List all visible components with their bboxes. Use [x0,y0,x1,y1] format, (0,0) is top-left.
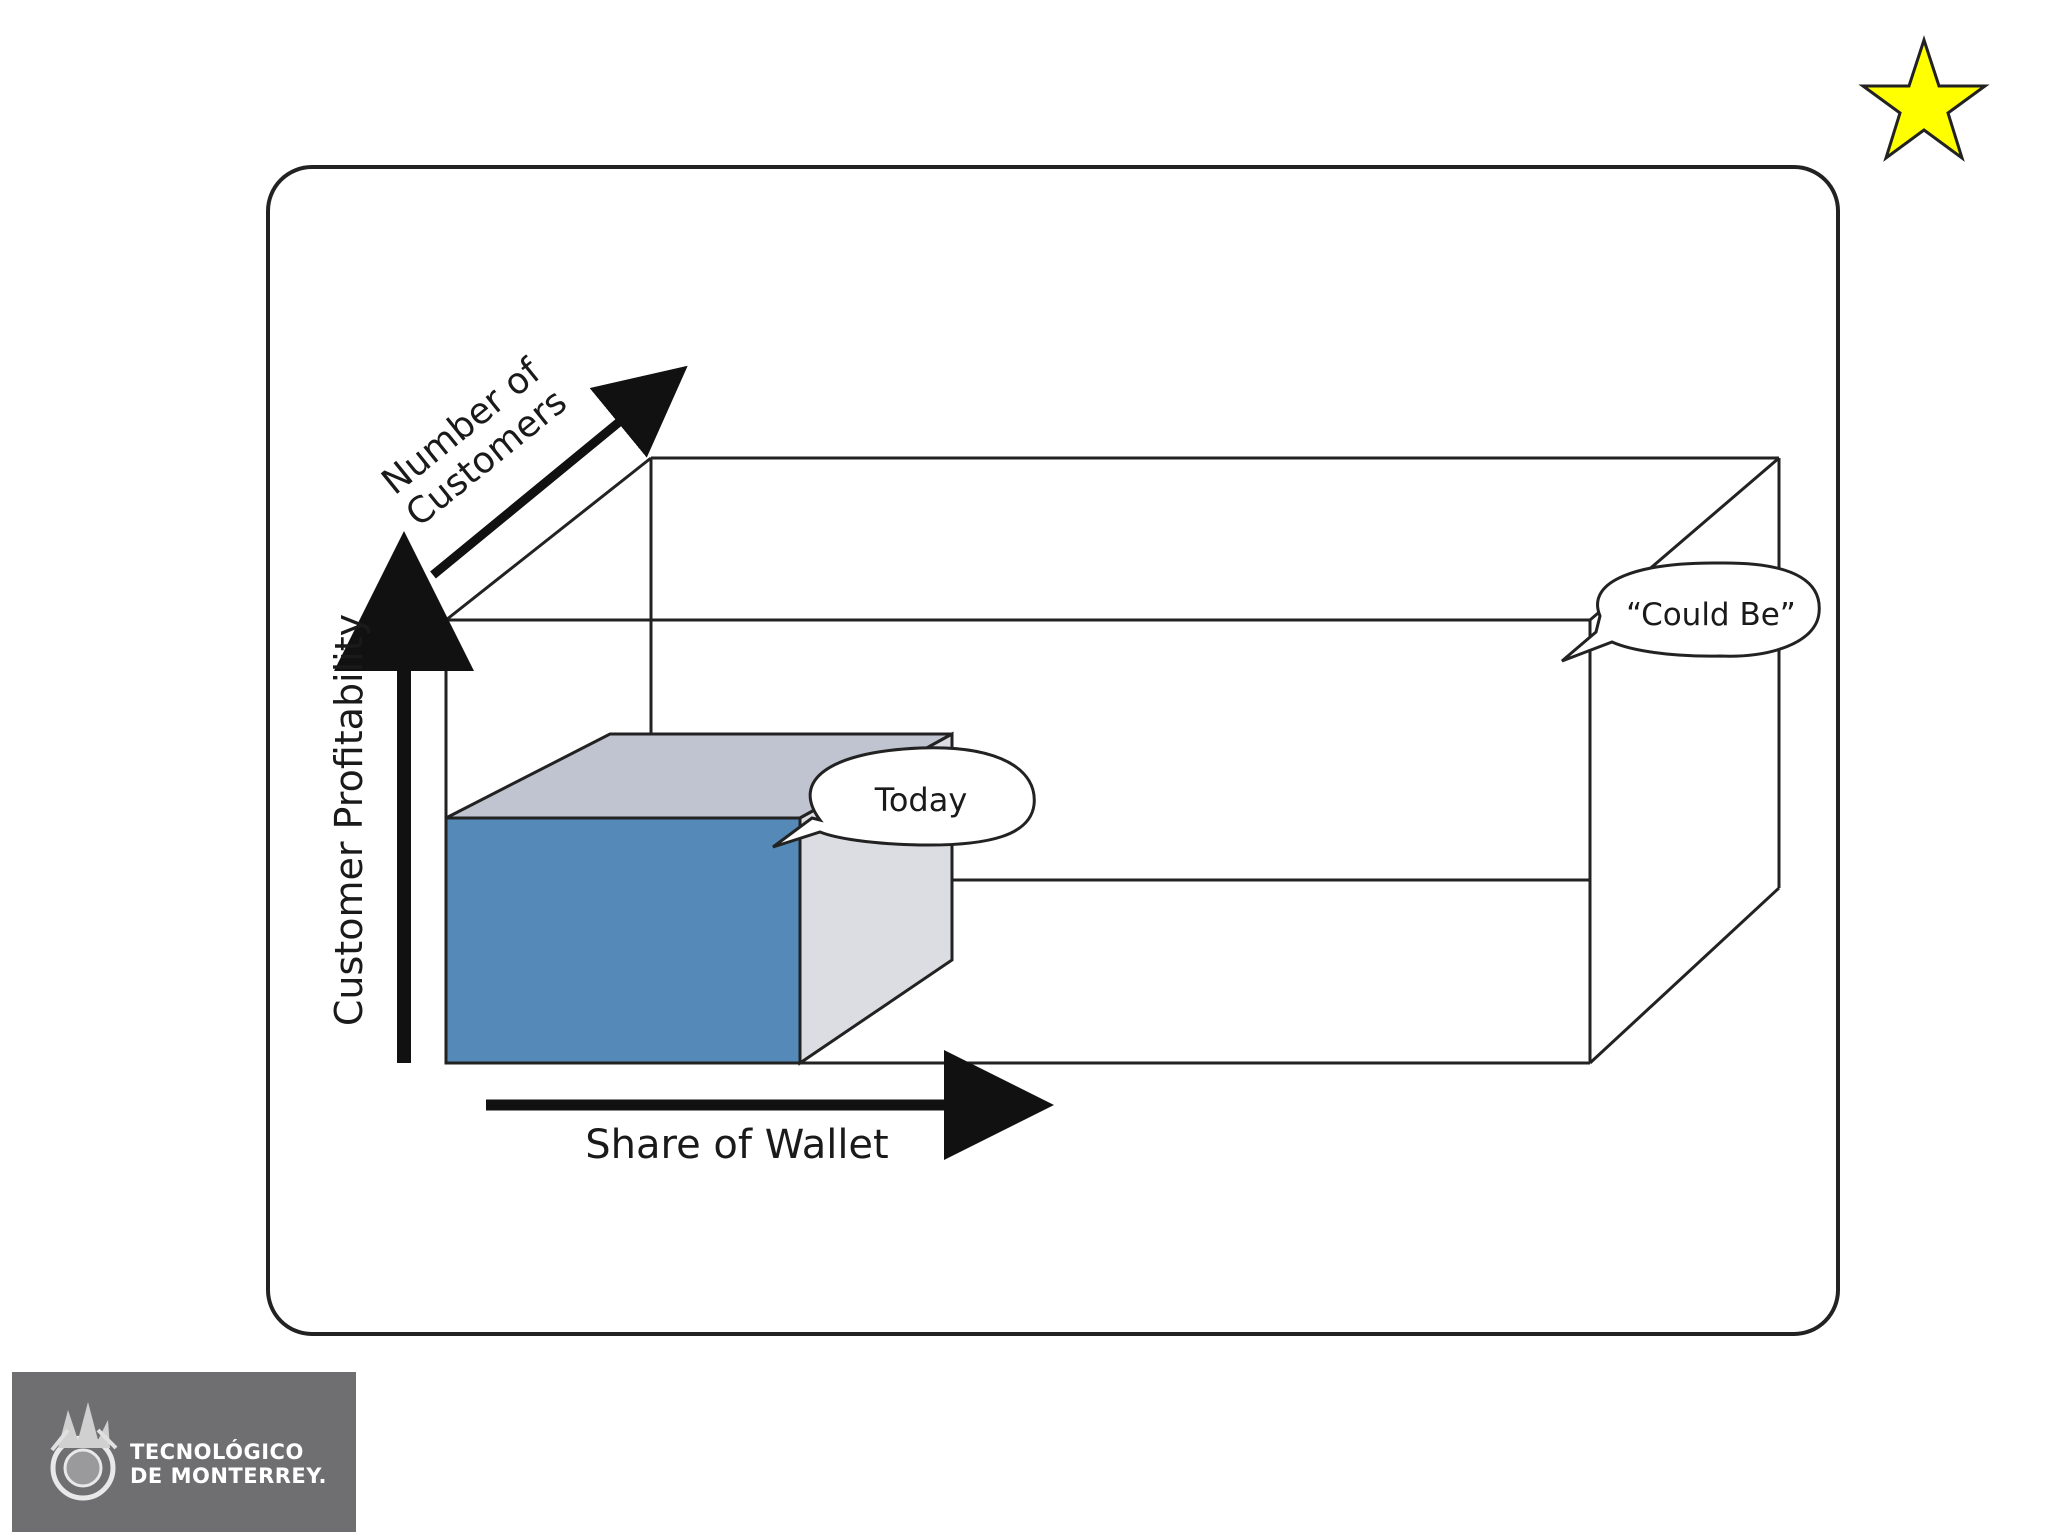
today-callout-text: Today [874,781,968,819]
share-of-wallet-label: Share of Wallet [585,1122,888,1168]
today-callout: Today [772,746,1036,849]
logo-line1: TECNOLÓGICO [130,1440,304,1464]
customer-profitability-label: Customer Profitability [327,614,371,1026]
star-icon [1858,35,1990,162]
could-be-callout-text: “Could Be” [1626,597,1796,633]
diagram-frame [266,165,1840,1336]
tec-seal-icon [50,1402,118,1501]
tec-monterrey-logo: TECNOLÓGICO DE MONTERREY. [12,1372,356,1532]
today-box-front [444,816,802,1065]
logo-line2: DE MONTERREY. [130,1464,327,1488]
could-be-callout: “Could Be” [1561,561,1821,663]
